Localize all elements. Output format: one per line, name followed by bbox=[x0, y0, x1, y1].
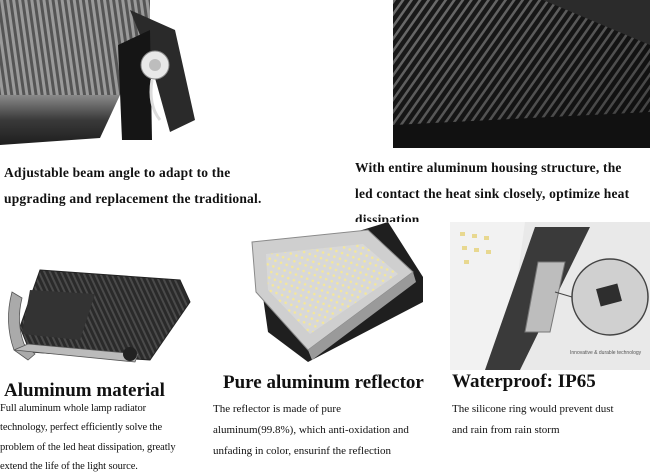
waterproof-line: The silicone ring would prevent dust bbox=[452, 403, 614, 415]
aluminum-material-title: Aluminum material bbox=[4, 380, 165, 401]
housing-caption-line: led contact the heat sink closely, optim… bbox=[355, 186, 630, 201]
aluminum-material-line: extend the life of the light source. bbox=[0, 460, 138, 472]
reflector-line: unfading in color, ensurinf the reflecti… bbox=[213, 445, 391, 457]
beam-angle-caption-line: Adjustable beam angle to adapt to the bbox=[4, 165, 231, 180]
aluminum-material-text: Full aluminum whole lamp radiator techno… bbox=[0, 399, 210, 476]
reflector-photo bbox=[248, 222, 430, 372]
reflector-line: aluminum(99.8%), which anti-oxidation an… bbox=[213, 424, 409, 436]
waterproof-illustration bbox=[450, 222, 650, 370]
reflector-title: Pure aluminum reflector bbox=[223, 372, 424, 393]
bracket-photo bbox=[0, 0, 200, 150]
waterproof-text: The silicone ring would prevent dust and… bbox=[452, 399, 650, 441]
heatsink-photo bbox=[393, 0, 650, 148]
waterproof-title: Waterproof: IP65 bbox=[452, 371, 596, 392]
reflector-illustration bbox=[248, 222, 430, 372]
beam-angle-caption-line: upgrading and replacement the traditiona… bbox=[4, 191, 262, 206]
housing-caption-line: With entire aluminum housing structure, … bbox=[355, 160, 622, 175]
aluminum-material-line: Full aluminum whole lamp radiator bbox=[0, 403, 147, 414]
aluminum-material-line: problem of the led heat dissipation, gre… bbox=[0, 441, 176, 453]
heatsink-illustration bbox=[393, 0, 650, 148]
bracket-illustration bbox=[0, 0, 200, 150]
waterproof-photo: Innovative & durable technology bbox=[450, 222, 650, 370]
waterproof-line: and rain from rain storm bbox=[452, 424, 560, 436]
floodlight-illustration bbox=[0, 262, 200, 372]
reflector-text: The reflector is made of pure aluminum(9… bbox=[213, 399, 448, 462]
aluminum-material-line: technology, perfect efficiently solve th… bbox=[0, 422, 163, 434]
inset-label: Innovative & durable technology bbox=[570, 350, 642, 356]
beam-angle-caption: Adjustable beam angle to adapt to the up… bbox=[4, 160, 324, 212]
floodlight-photo bbox=[0, 262, 200, 372]
reflector-line: The reflector is made of pure bbox=[213, 403, 341, 415]
